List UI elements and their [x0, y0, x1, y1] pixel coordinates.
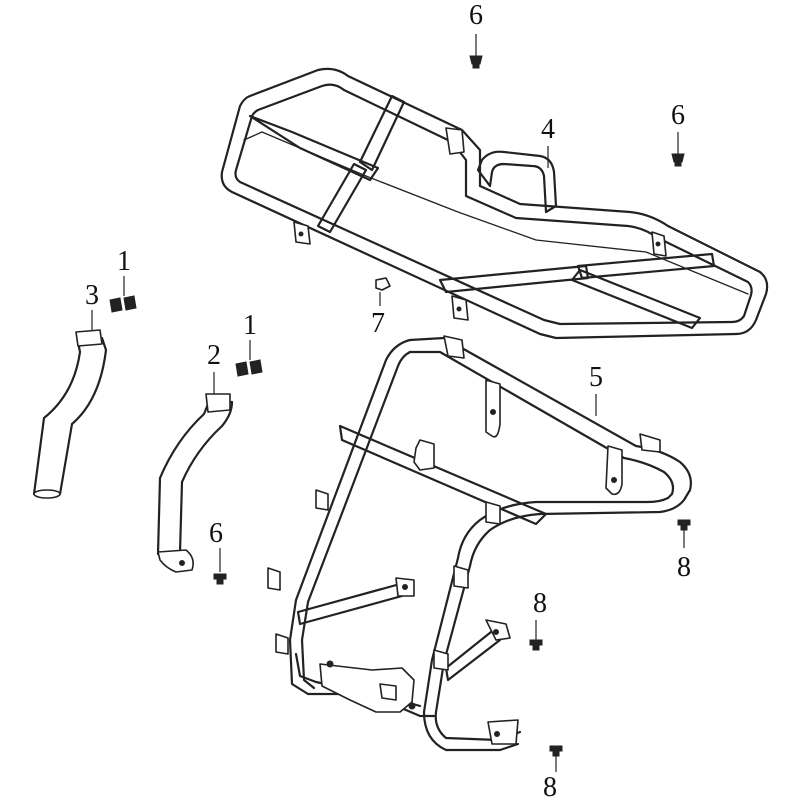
callout-1-middle: 1	[243, 310, 257, 341]
callout-4: 4	[541, 114, 555, 145]
callout-1-left: 1	[117, 246, 131, 277]
callout-8-bottom: 8	[543, 772, 557, 800]
bolt-6-right	[671, 153, 685, 167]
bolt-6-bottom	[213, 573, 227, 585]
callout-6-bottom: 6	[209, 518, 223, 549]
left-side-tube	[32, 329, 108, 499]
middle-side-tube	[156, 393, 234, 573]
rack-support-frame	[267, 335, 692, 752]
bolt-8-right	[677, 519, 691, 531]
callout-2: 2	[207, 340, 221, 371]
callout-6-right: 6	[671, 100, 685, 131]
callout-labels: 6 6 4 1 3 7 1 2 5 6 8 8 8	[85, 0, 691, 800]
callout-5: 5	[589, 362, 603, 393]
clip-1-middle	[235, 359, 263, 377]
rear-carrier-rack	[220, 67, 769, 340]
callout-8-right: 8	[677, 552, 691, 583]
nut-7	[375, 277, 391, 291]
callout-7: 7	[371, 308, 385, 339]
callout-3: 3	[85, 280, 99, 311]
bolt-8-bottom	[549, 745, 563, 757]
leader-lines	[91, 34, 685, 772]
bolt-6-top	[469, 55, 483, 69]
clip-1-left	[109, 295, 137, 313]
callout-8-middle: 8	[533, 588, 547, 619]
callout-6-top: 6	[469, 0, 483, 31]
bolt-8-middle	[529, 639, 543, 651]
